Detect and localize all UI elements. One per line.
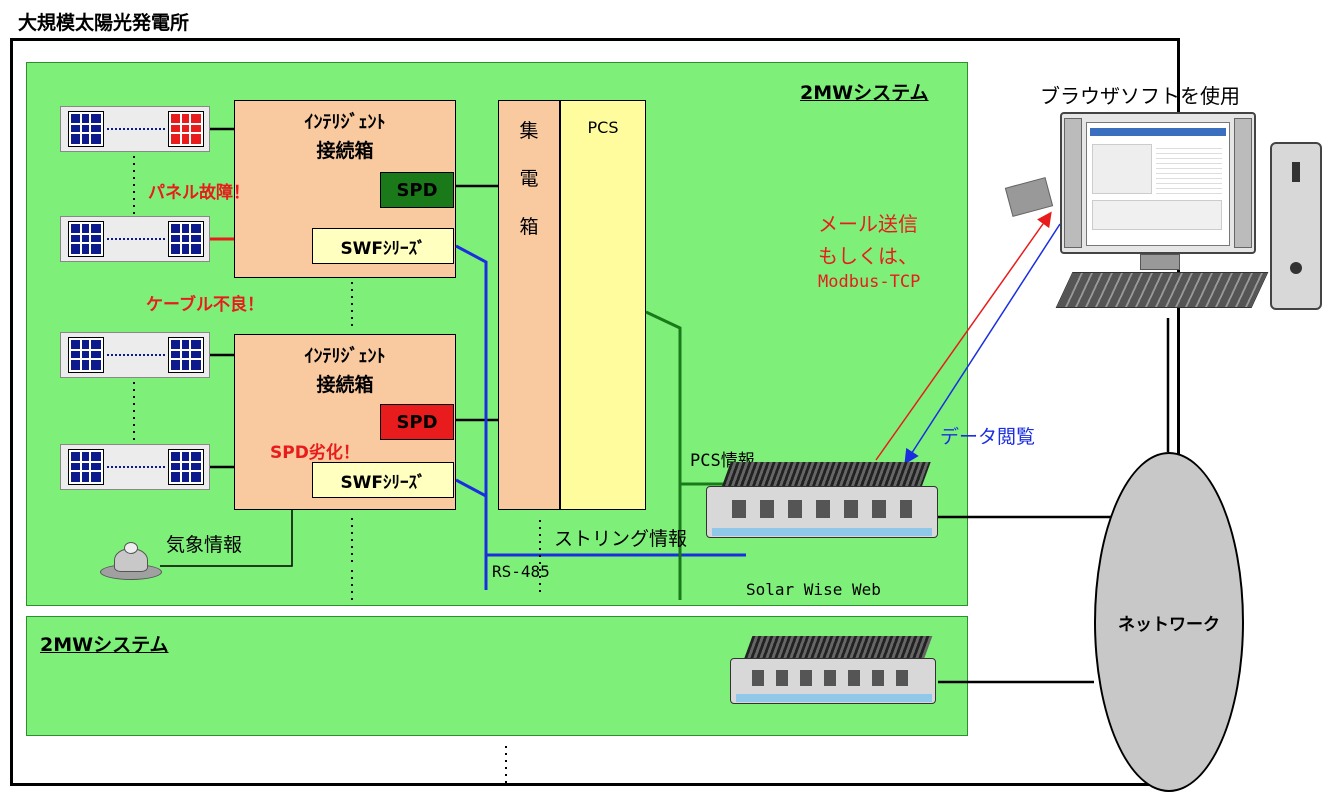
panel-string-4	[60, 444, 210, 490]
panel-fault-label: パネル故障！	[148, 183, 250, 203]
faulty-solar-panel-icon	[168, 111, 204, 147]
solar-panel-icon	[68, 337, 104, 373]
string-info-label: ストリング情報	[554, 528, 688, 550]
solar-panel-icon	[168, 337, 204, 373]
mail-send-label: メール送信	[818, 212, 918, 236]
system-label-top: 2MWシステム	[800, 82, 929, 104]
browser-label: ブラウザソフトを使用	[1040, 84, 1240, 108]
rs485-label: RS-485	[492, 562, 550, 581]
system-label-bottom: 2MWシステム	[40, 634, 169, 656]
solar-panel-icon	[68, 221, 104, 257]
solar-panel-icon	[68, 449, 104, 485]
junction-box-1-title: ｲﾝﾃﾘｼﾞｪﾝﾄ	[304, 112, 386, 133]
solar-panel-icon	[68, 111, 104, 147]
panel-string-3	[60, 332, 210, 378]
junction-box-2-title: ｲﾝﾃﾘｼﾞｪﾝﾄ	[304, 346, 386, 367]
pcs-label: PCS	[587, 118, 619, 137]
panel-string-1	[60, 106, 210, 152]
pc-icon	[1055, 112, 1328, 318]
junction-box-2-subtitle: 接続箱	[316, 374, 374, 396]
pcs-unit	[560, 100, 646, 510]
spd-fault-label: SPD劣化！	[270, 443, 360, 463]
data-view-label: データ閲覧	[940, 426, 1036, 448]
cable-fault-label: ケーブル不良！	[146, 295, 264, 315]
device-name-label: Solar Wise Web	[746, 580, 881, 599]
solar-panel-icon	[168, 221, 204, 257]
modbus-tcp-label: Modbus-TCP	[818, 272, 921, 292]
solar-panel-icon	[168, 449, 204, 485]
collector-box-char-3: 箱	[519, 216, 539, 238]
junction-box-1-subtitle: 接続箱	[316, 140, 374, 162]
panel-string-2	[60, 216, 210, 262]
swf-series-unit-1: SWFｼﾘｰｽﾞ	[312, 228, 454, 264]
plant-title: 大規模太陽光発電所	[18, 12, 190, 34]
collector-box	[498, 100, 560, 510]
spd-degraded-badge: SPD	[380, 404, 454, 440]
solar-wise-web-device	[706, 462, 942, 576]
collector-box-char-2: 電	[519, 168, 539, 190]
weather-info-label: 気象情報	[166, 534, 243, 556]
collector-box-char-1: 集	[519, 120, 539, 142]
plant-frame	[10, 38, 1180, 786]
mail-or-label: もしくは、	[818, 244, 918, 268]
network-cloud: ネットワーク	[1094, 452, 1244, 792]
swf-series-unit-2: SWFｼﾘｰｽﾞ	[312, 462, 454, 498]
spd-ok-badge: SPD	[380, 172, 454, 208]
weather-sensor-icon	[100, 540, 162, 582]
solar-wise-web-device-2	[730, 636, 940, 728]
